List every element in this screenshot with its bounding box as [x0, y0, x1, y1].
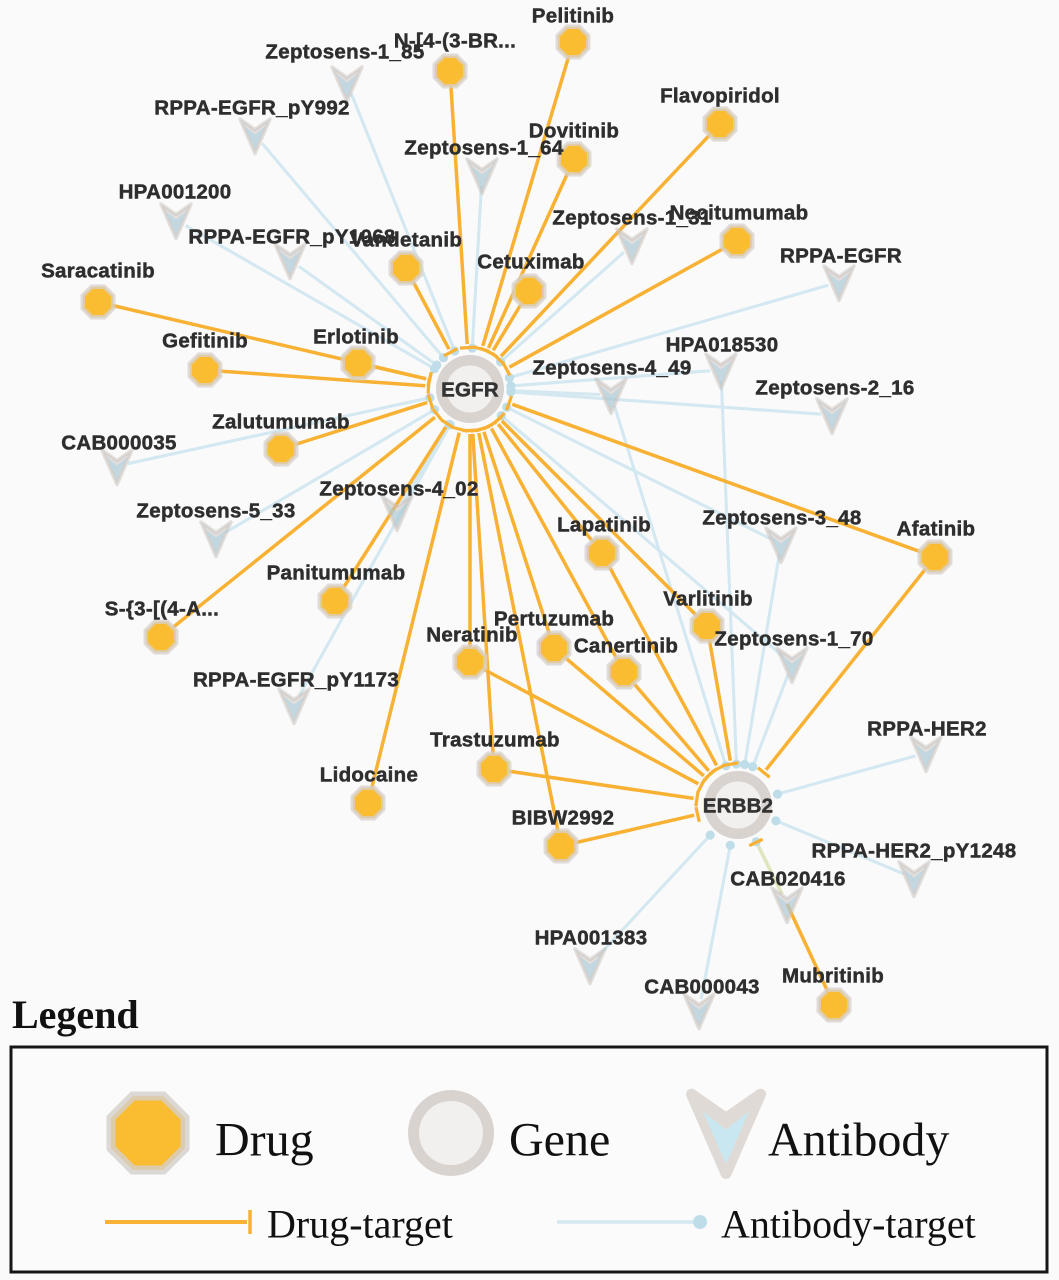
svg-text:Saracatinib: Saracatinib [41, 260, 155, 283]
svg-text:RPPA-EGFR: RPPA-EGFR [780, 245, 902, 268]
svg-text:Pertuzumab: Pertuzumab [494, 608, 614, 631]
svg-text:Necitumumab: Necitumumab [670, 202, 809, 225]
svg-text:RPPA-HER2: RPPA-HER2 [867, 718, 987, 741]
svg-text:Vandetanib: Vandetanib [350, 229, 462, 252]
svg-text:HPA001383: HPA001383 [535, 927, 648, 950]
svg-text:Zeptosens-4_02: Zeptosens-4_02 [319, 478, 478, 501]
svg-text:Gene: Gene [509, 1114, 610, 1167]
svg-text:Lidocaine: Lidocaine [320, 764, 418, 787]
svg-text:Gefitinib: Gefitinib [162, 330, 248, 353]
svg-text:Zeptosens-2_16: Zeptosens-2_16 [755, 377, 914, 400]
svg-text:Mubritinib: Mubritinib [782, 965, 884, 988]
svg-text:EGFR: EGFR [441, 379, 499, 402]
svg-text:Zalutumumab: Zalutumumab [212, 411, 350, 434]
svg-text:Cetuximab: Cetuximab [477, 251, 585, 274]
svg-text:RPPA-EGFR_pY992: RPPA-EGFR_pY992 [154, 97, 350, 120]
svg-text:Zeptosens-5_33: Zeptosens-5_33 [136, 500, 295, 523]
svg-text:Varlitinib: Varlitinib [663, 588, 753, 611]
svg-text:HPA018530: HPA018530 [666, 334, 779, 357]
svg-text:ERBB2: ERBB2 [703, 795, 774, 818]
svg-text:Antibody-target: Antibody-target [721, 1202, 976, 1247]
svg-text:RPPA-HER2_pY1248: RPPA-HER2_pY1248 [812, 840, 1017, 863]
svg-text:Lapatinib: Lapatinib [557, 514, 651, 537]
svg-text:Pelitinib: Pelitinib [532, 5, 614, 28]
svg-text:CAB000043: CAB000043 [644, 976, 760, 999]
svg-text:Zeptosens-3_48: Zeptosens-3_48 [702, 507, 861, 530]
svg-text:BIBW2992: BIBW2992 [512, 807, 615, 830]
svg-text:Afatinib: Afatinib [897, 518, 976, 541]
svg-text:Canertinib: Canertinib [574, 635, 678, 658]
svg-text:Zeptosens-4_49: Zeptosens-4_49 [532, 357, 691, 380]
svg-text:Drug-target: Drug-target [267, 1202, 453, 1247]
svg-text:RPPA-EGFR_pY1068: RPPA-EGFR_pY1068 [188, 226, 395, 249]
svg-text:Antibody: Antibody [768, 1114, 949, 1167]
svg-text:Panitumumab: Panitumumab [267, 562, 406, 585]
svg-text:Dovitinib: Dovitinib [529, 120, 619, 143]
svg-text:Trastuzumab: Trastuzumab [430, 729, 560, 752]
svg-text:Zeptosens-1_85: Zeptosens-1_85 [265, 41, 424, 64]
svg-text:Erlotinib: Erlotinib [313, 326, 399, 349]
svg-text:S-{3-[(4-A...: S-{3-[(4-A... [105, 598, 219, 621]
svg-text:Legend: Legend [12, 992, 139, 1037]
svg-text:Zeptosens-1_70: Zeptosens-1_70 [714, 628, 873, 651]
svg-text:N-[4-(3-BR...: N-[4-(3-BR... [394, 30, 516, 53]
svg-text:Zeptosens-1_31: Zeptosens-1_31 [552, 207, 711, 230]
svg-text:Flavopiridol: Flavopiridol [660, 85, 780, 108]
svg-text:RPPA-EGFR_pY1173: RPPA-EGFR_pY1173 [193, 669, 399, 692]
svg-text:Drug: Drug [215, 1114, 314, 1167]
svg-text:Neratinib: Neratinib [426, 624, 518, 647]
svg-text:Zeptosens-1_64: Zeptosens-1_64 [404, 137, 563, 160]
svg-text:HPA001200: HPA001200 [119, 181, 232, 204]
svg-text:CAB020416: CAB020416 [730, 868, 846, 891]
svg-text:CAB000035: CAB000035 [61, 432, 177, 455]
